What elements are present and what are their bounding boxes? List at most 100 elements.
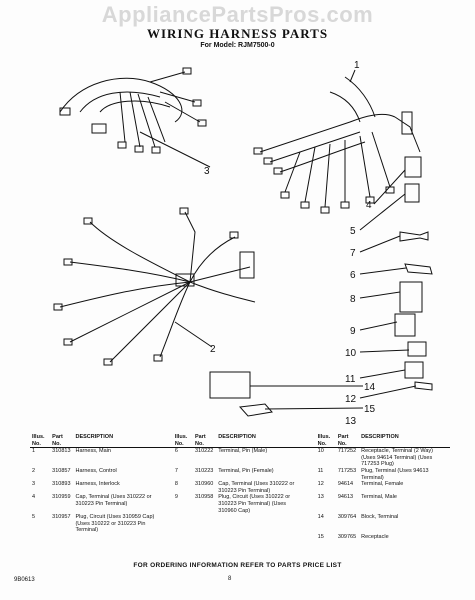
header-illus-2: Illus. No. [172,434,193,449]
callout-2: 2 [210,344,216,355]
callout-4: 4 [366,200,372,211]
control-harness-drawing [53,207,256,366]
header-desc-3: DESCRIPTION [359,434,450,449]
callout-15: 15 [364,404,376,415]
cell-illus: 6 [174,448,178,455]
cell-desc [216,514,305,534]
cell-desc: Harness, Main [75,448,111,455]
cell-part: 310857 [52,467,71,474]
callout-1: 1 [354,60,360,71]
callout-labels: 1 2 3 4 5 6 7 8 9 10 11 12 13 14 15 [204,60,376,427]
document-code: 9B0613 [14,577,35,583]
cell-desc: Plug, Circuit (Uses 310222 or 310223 Pin… [218,494,291,514]
header-desc-1: DESCRIPTION [73,434,163,449]
cell-part: 310957 [52,514,71,521]
callout-5: 5 [350,226,356,237]
cell-illus: 5 [32,514,36,521]
cell-part: 310893 [52,481,71,488]
cell-illus: 15 [317,533,324,540]
cell-illus: 12 [317,481,324,488]
cell-illus: 14 [317,514,324,521]
table-row: 15 309765 Receptacle [30,534,450,541]
cell-part: 310960 [194,481,214,488]
header-part-3: Part No. [335,434,360,449]
cell-part [193,514,216,534]
main-harness-drawing [253,69,421,214]
callout-7: 7 [350,248,356,259]
callout-12: 12 [345,394,357,405]
cell-illus: 13 [317,494,324,501]
table-row: 2 310857 Harness, Control 7 310223 Terminal, … [30,468,450,481]
cell-desc: Cap, Terminal (Uses 310222 or 310223 Pin… [75,494,152,507]
cell-illus [173,534,193,541]
table-row: 4 310959 Cap, Terminal (Uses 310222 or 310… [30,494,450,514]
cell-part: 309765 [337,533,357,540]
callout-11: 11 [345,374,356,385]
table-row: 5 310957 Plug, Circuit (Uses 310959 Cap) (… [30,514,450,534]
cell-part: 310222 [194,448,214,455]
cell-part: 309764 [337,514,357,521]
cell-illus [173,514,193,534]
cell-illus: 1 [32,448,36,455]
cell-desc: Terminal, Female [361,481,404,488]
connector-parts-drawing [209,156,433,417]
model-subtitle: For Model: RJM7500-0 [200,42,275,49]
header-illus-3: Illus. No. [315,434,336,449]
watermark: AppliancePartsPros.com [101,2,374,27]
cell-illus: 7 [174,467,178,474]
table-row: 1 310813 Harness, Main 6 310222 Terminal, Pin… [30,448,450,468]
cell-part: 310813 [52,448,71,455]
cell-illus: 11 [317,467,324,474]
cell-desc [73,534,162,541]
cell-desc: Terminal, Male [361,494,397,501]
page-number: 8 [228,576,232,582]
cell-illus: 3 [32,481,36,488]
cell-part: 717252 [337,448,357,455]
table-row: 3 310893 Harness, Interlock 8 310960 Cap, Ter… [30,481,450,494]
callout-3: 3 [204,166,210,177]
cell-illus [30,534,50,541]
cell-part [193,534,216,541]
cell-desc: Receptacle [361,533,389,540]
cell-part: 94614 [337,481,354,488]
header-illus-1: Illus. No. [30,434,51,449]
cell-part: 310959 [52,494,71,501]
callout-8: 8 [350,294,356,305]
cell-illus: 8 [174,481,178,488]
parts-table: Illus. No. Part No. DESCRIPTION Illus. N… [30,434,450,541]
header-desc-2: DESCRIPTION [216,434,306,449]
cell-part: 94613 [337,494,354,501]
cell-part: 717253 [337,467,357,474]
cell-desc: Terminal, Pin (Male) [218,448,268,455]
cell-desc: Block, Terminal [361,514,399,521]
page-title: WIRING HARNESS PARTS [146,26,329,41]
cell-illus: 4 [32,494,36,501]
callout-14: 14 [364,382,376,393]
cell-desc: Terminal, Pin (Female) [218,467,274,474]
cell-illus: 10 [317,448,324,455]
cell-desc: Harness, Control [75,467,117,474]
interlock-harness-drawing [59,67,211,168]
wiring-harness-diagram: 1 2 3 4 5 6 7 8 9 10 11 12 13 14 15 [53,60,433,427]
cell-illus: 9 [174,494,178,501]
callout-9: 9 [350,326,356,337]
header-part-2: Part No. [192,434,217,449]
cell-desc [216,534,305,541]
callout-13: 13 [345,416,357,427]
cell-desc: Plug, Circuit (Uses 310959 Cap) (Uses 31… [75,514,155,534]
callout-6: 6 [350,270,356,281]
cell-desc: Plug, Terminal (Uses 94613 Terminal) [361,467,429,481]
cell-illus: 2 [32,467,36,474]
cell-part: 310223 [194,467,214,474]
cell-desc: Cap, Terminal (Uses 310222 or 310223 Pin… [218,481,295,494]
ordering-footer: FOR ORDERING INFORMATION REFER TO PARTS … [133,562,342,569]
header-part-1: Part No. [50,434,74,449]
cell-desc: Receptacle, Terminal (2 Way) (Uses 94614… [361,448,433,468]
cell-desc: Harness, Interlock [75,481,120,488]
cell-part [50,534,73,541]
parts-table-header: Illus. No. Part No. DESCRIPTION Illus. N… [30,434,450,449]
cell-part: 310958 [194,494,214,501]
callout-10: 10 [345,348,357,359]
